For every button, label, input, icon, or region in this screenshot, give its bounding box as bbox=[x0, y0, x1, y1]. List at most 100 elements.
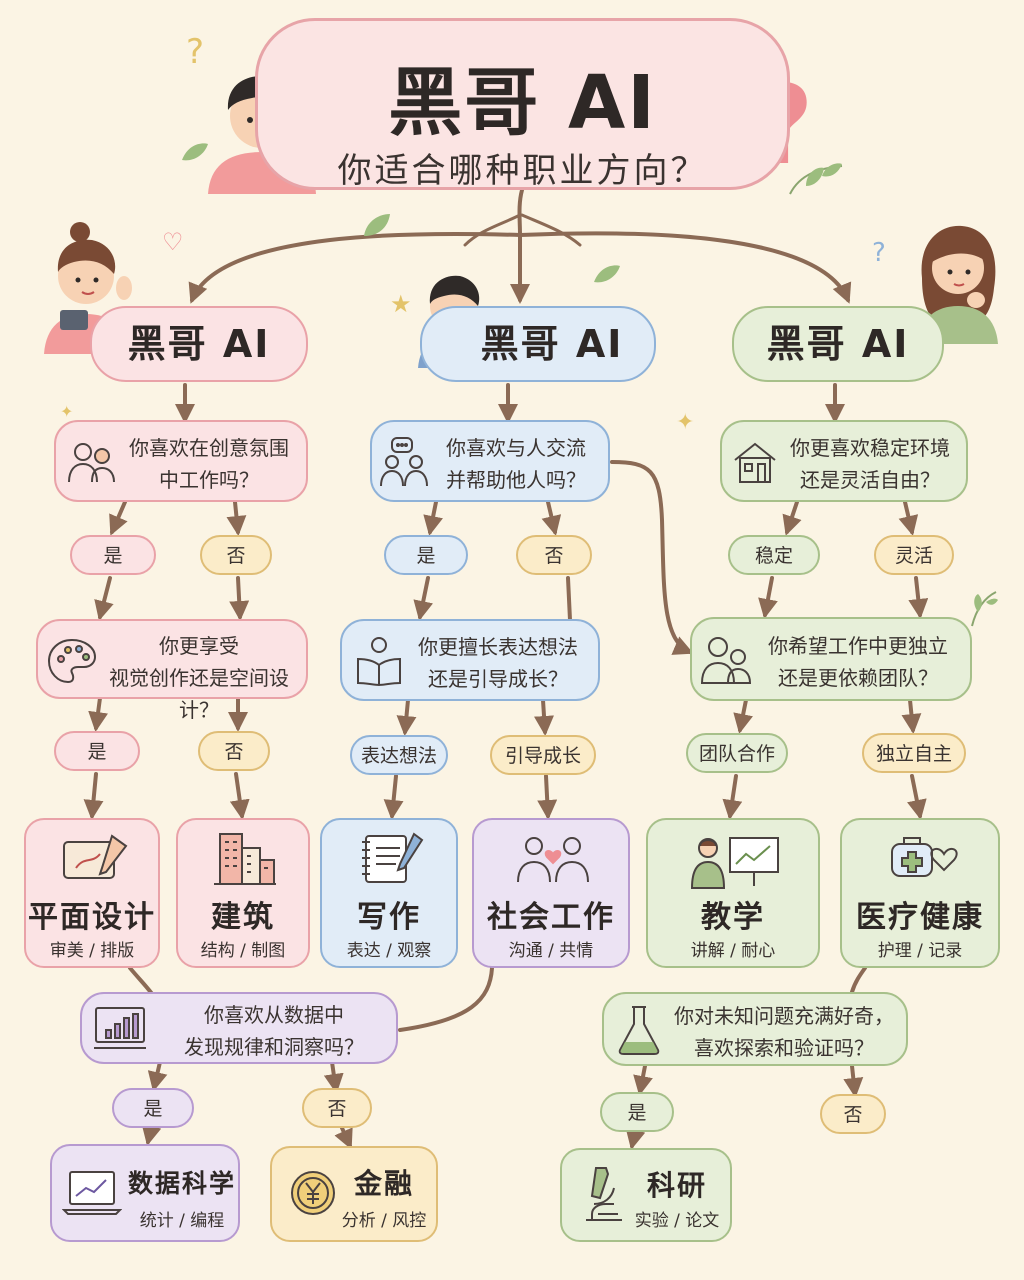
question-line: 发现规律和洞察吗？ bbox=[184, 1035, 364, 1059]
career-card-research[interactable]: 科研 实验 / 论文 bbox=[560, 1148, 732, 1242]
question-express: 你更擅长表达想法 还是引导成长？ bbox=[340, 619, 600, 701]
career-tags: 结构 / 制图 bbox=[200, 941, 286, 961]
question-line: 你对未知问题充满好奇， bbox=[674, 1004, 894, 1028]
career-card-architecture[interactable]: 建筑 结构 / 制图 bbox=[176, 818, 310, 968]
career-card-writing[interactable]: 写作 表达 / 观察 bbox=[320, 818, 458, 968]
branch-header-right: 黑哥 AI bbox=[732, 306, 944, 382]
question-line: 还是灵活自由？ bbox=[800, 468, 940, 492]
answer-stable[interactable]: 稳定 bbox=[728, 535, 820, 575]
page-subtitle: 你适合哪种职业方向？ bbox=[337, 151, 708, 191]
branch-header-left: 黑哥 AI bbox=[90, 306, 308, 382]
question-line: 视觉创作还是空间设计？ bbox=[109, 666, 289, 722]
tablet-pen-icon bbox=[63, 834, 128, 879]
question-independent: 你希望工作中更独立 还是更依赖团队？ bbox=[690, 617, 972, 701]
question-line: 还是更依赖团队？ bbox=[778, 666, 938, 690]
career-tags: 审美 / 排版 bbox=[49, 941, 135, 961]
question-data: 你喜欢从数据中 发现规律和洞察吗？ bbox=[80, 992, 398, 1064]
answer-flexible[interactable]: 灵活 bbox=[874, 535, 954, 575]
career-tags: 表达 / 观察 bbox=[346, 941, 432, 961]
palette-icon bbox=[47, 638, 97, 684]
career-card-healthcare[interactable]: 医疗健康 护理 / 记录 bbox=[840, 818, 1000, 968]
yuan-coin-icon bbox=[291, 1171, 335, 1215]
answer-people-no[interactable]: 否 bbox=[516, 535, 592, 575]
question-line: 你更擅长表达想法 bbox=[418, 635, 578, 659]
branch-left-connector bbox=[188, 231, 522, 304]
question-line: 中工作吗？ bbox=[159, 468, 259, 492]
answer-data-yes[interactable]: 是 bbox=[112, 1088, 194, 1128]
career-name: 数据科学 bbox=[127, 1169, 236, 1198]
question-line: 并帮助他人吗？ bbox=[446, 468, 586, 492]
question-line: 还是引导成长？ bbox=[428, 667, 568, 691]
answer-visual-yes[interactable]: 是 bbox=[54, 731, 140, 771]
leaf-icon bbox=[364, 214, 390, 236]
answer-visual-no[interactable]: 否 bbox=[198, 731, 270, 771]
career-tags: 统计 / 编程 bbox=[139, 1211, 225, 1231]
career-name: 金融 bbox=[353, 1167, 414, 1200]
bar-chart-monitor-icon bbox=[94, 1007, 146, 1049]
answer-teamwork[interactable]: 团队合作 bbox=[686, 733, 788, 773]
answer-curious-no[interactable]: 否 bbox=[820, 1094, 886, 1134]
answer-curious-yes[interactable]: 是 bbox=[600, 1092, 674, 1132]
branch-right-connector bbox=[518, 231, 852, 304]
answer-independent[interactable]: 独立自主 bbox=[862, 733, 966, 773]
buildings-icon bbox=[214, 833, 276, 885]
answer-guide-growth[interactable]: 引导成长 bbox=[490, 735, 596, 775]
star-icon: ✦ bbox=[60, 402, 74, 421]
question-people: 你喜欢与人交流 并帮助他人吗？ bbox=[370, 420, 610, 502]
chat-people-icon bbox=[380, 437, 428, 487]
career-tags: 护理 / 记录 bbox=[877, 941, 963, 961]
career-name: 教学 bbox=[701, 900, 765, 935]
career-name: 建筑 bbox=[211, 900, 275, 935]
question-mark-icon: ? bbox=[186, 32, 205, 72]
career-card-graphic-design[interactable]: 平面设计 审美 / 排版 bbox=[24, 818, 160, 968]
question-stable: 你更喜欢稳定环境 还是灵活自由？ bbox=[720, 420, 968, 502]
microscope-icon bbox=[586, 1167, 622, 1221]
question-line: 你喜欢从数据中 bbox=[204, 1003, 344, 1027]
people-icon bbox=[68, 443, 115, 483]
career-card-social-work[interactable]: 社会工作 沟通 / 共情 bbox=[472, 818, 630, 968]
question-line: 你更喜欢稳定环境 bbox=[790, 436, 950, 460]
career-tags: 分析 / 风控 bbox=[341, 1211, 427, 1231]
question-line: 你更享受 bbox=[159, 634, 239, 658]
question-visual: 你更享受 视觉创作还是空间设计？ bbox=[36, 619, 308, 722]
question-curious: 你对未知问题充满好奇， 喜欢探索和验证吗？ bbox=[602, 992, 908, 1066]
career-name: 医疗健康 bbox=[856, 900, 984, 935]
question-line: 你喜欢与人交流 bbox=[446, 436, 586, 460]
career-card-teaching[interactable]: 教学 讲解 / 耐心 bbox=[646, 818, 820, 968]
career-tags: 讲解 / 耐心 bbox=[690, 941, 776, 961]
notebook-pen-icon bbox=[362, 832, 424, 883]
star-icon: ★ bbox=[390, 290, 412, 318]
people-heart-icon bbox=[517, 837, 589, 883]
star-icon: ✦ bbox=[676, 410, 695, 435]
answer-creative-yes[interactable]: 是 bbox=[70, 535, 156, 575]
team-icon bbox=[700, 637, 752, 684]
career-card-data-science[interactable]: 数据科学 统计 / 编程 bbox=[50, 1144, 240, 1242]
leaf-icon bbox=[594, 265, 620, 283]
answer-people-yes[interactable]: 是 bbox=[384, 535, 468, 575]
page-title: 黑哥 AI bbox=[388, 60, 657, 146]
career-name: 社会工作 bbox=[487, 900, 615, 935]
career-tags: 实验 / 论文 bbox=[634, 1211, 720, 1231]
title-banner: 黑哥 AI 你适合哪种职业方向？ bbox=[255, 18, 790, 191]
answer-creative-no[interactable]: 否 bbox=[200, 535, 272, 575]
career-name: 科研 bbox=[646, 1169, 707, 1202]
leaf-icon bbox=[182, 143, 208, 161]
trunk-connector bbox=[517, 188, 524, 237]
career-name: 平面设计 bbox=[28, 900, 156, 935]
teacher-board-icon bbox=[690, 837, 779, 889]
question-line: 喜欢探索和验证吗？ bbox=[694, 1036, 874, 1060]
line-chart-laptop-icon bbox=[62, 1171, 122, 1215]
answer-express-ideas[interactable]: 表达想法 bbox=[350, 735, 448, 775]
question-line: 你希望工作中更独立 bbox=[768, 634, 948, 658]
question-line: 你喜欢在创意氛围 bbox=[129, 436, 289, 460]
career-card-finance[interactable]: 金融 分析 / 风控 bbox=[270, 1146, 438, 1242]
question-creative: 你喜欢在创意氛围 中工作吗？ bbox=[54, 420, 308, 502]
flask-icon bbox=[618, 1006, 660, 1055]
reading-person-icon bbox=[357, 637, 401, 687]
branch-header-middle: 黑哥 AI bbox=[420, 306, 656, 382]
heart-icon: ♡ bbox=[162, 228, 184, 256]
answer-data-no[interactable]: 否 bbox=[302, 1088, 372, 1128]
career-tags: 沟通 / 共情 bbox=[508, 941, 594, 961]
medical-kit-icon bbox=[891, 837, 958, 877]
